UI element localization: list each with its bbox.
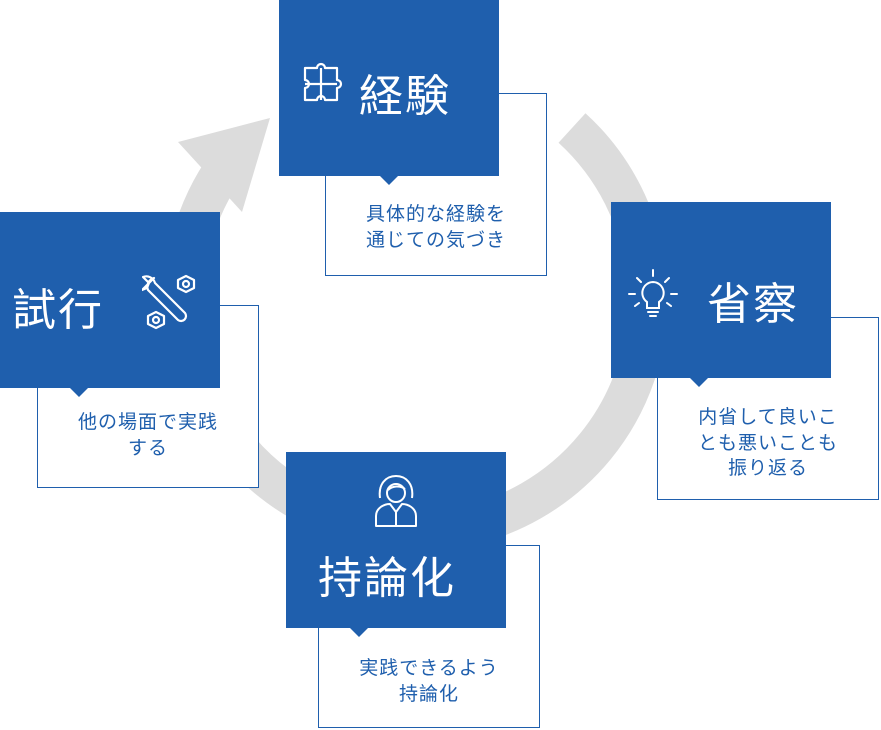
lightbulb-icon — [625, 266, 681, 322]
tools-icon — [142, 272, 202, 332]
experimentation-description: 他の場面で実践 する — [70, 410, 226, 461]
conceptualization-description-line: 持論化 — [398, 682, 459, 705]
reflection-description: 内省して良いこ とも悪いことも 振り返る — [690, 405, 846, 482]
experience-title: 経験 — [359, 71, 451, 122]
person-icon — [370, 472, 422, 528]
experimentation-description-line: する — [127, 436, 168, 459]
experience-description: 具体的な経験を 通じての気づき — [358, 202, 514, 253]
conceptualization-stage: 持論化 — [286, 452, 506, 637]
reflection-description-line: 内省して良いこ — [698, 406, 838, 429]
reflection-description-line: とも悪いことも — [697, 431, 838, 454]
experimentation-stage: 試行 — [0, 212, 220, 397]
reflection-description-line: 振り返る — [727, 457, 808, 480]
reflection-title: 省察 — [707, 279, 799, 330]
experience-description-line: 具体的な経験を — [365, 202, 506, 225]
reflection-stage: 省察 — [611, 202, 831, 387]
conceptualization-pointer — [350, 628, 368, 637]
conceptualization-description: 実践できるよう 持論化 — [351, 656, 507, 707]
experimentation-pointer — [70, 388, 88, 397]
puzzle-icon — [297, 58, 353, 114]
conceptualization-title: 持論化 — [318, 553, 456, 604]
experimentation-title: 試行 — [12, 285, 104, 336]
experience-pointer — [380, 176, 398, 185]
conceptualization-description-line: 実践できるよう — [359, 656, 499, 679]
cycle-arrowhead — [178, 118, 270, 212]
experience-stage: 経験 — [279, 0, 499, 185]
experimentation-description-line: 他の場面で実践 — [77, 410, 218, 433]
experience-description-line: 通じての気づき — [365, 228, 506, 251]
reflection-pointer — [690, 378, 708, 387]
